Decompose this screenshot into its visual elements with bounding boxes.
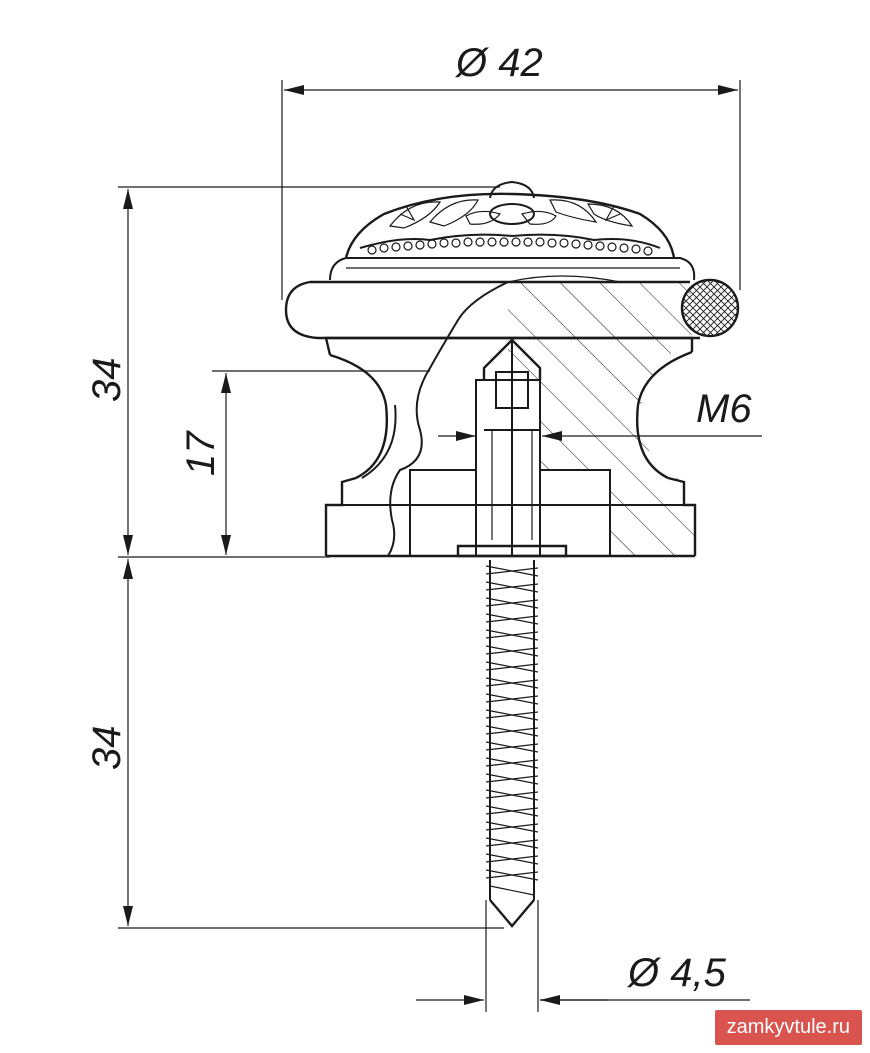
dimension-screw-length: 34 xyxy=(85,559,504,929)
height-total-label: 34 xyxy=(85,358,129,403)
wood-screw xyxy=(485,560,539,928)
dimension-screw-diameter: Ø 4,5 xyxy=(416,900,750,1012)
dimension-diameter-top: Ø 42 xyxy=(281,41,741,300)
height-inner-label: 17 xyxy=(179,430,223,476)
knob-body xyxy=(284,180,740,558)
dimension-height-inner: 17 xyxy=(179,370,430,555)
screw-threads xyxy=(485,565,539,896)
screw-diameter-label: Ø 4,5 xyxy=(626,951,727,995)
threaded-stud xyxy=(456,338,568,558)
dimension-thread: M6 xyxy=(438,387,762,441)
diameter-top-label: Ø 42 xyxy=(454,41,543,85)
watermark-badge: zamkyvtule.ru xyxy=(714,1010,862,1045)
thread-label: M6 xyxy=(696,387,752,431)
screw-length-label: 34 xyxy=(85,726,129,771)
dimension-height-total: 34 xyxy=(85,186,500,558)
